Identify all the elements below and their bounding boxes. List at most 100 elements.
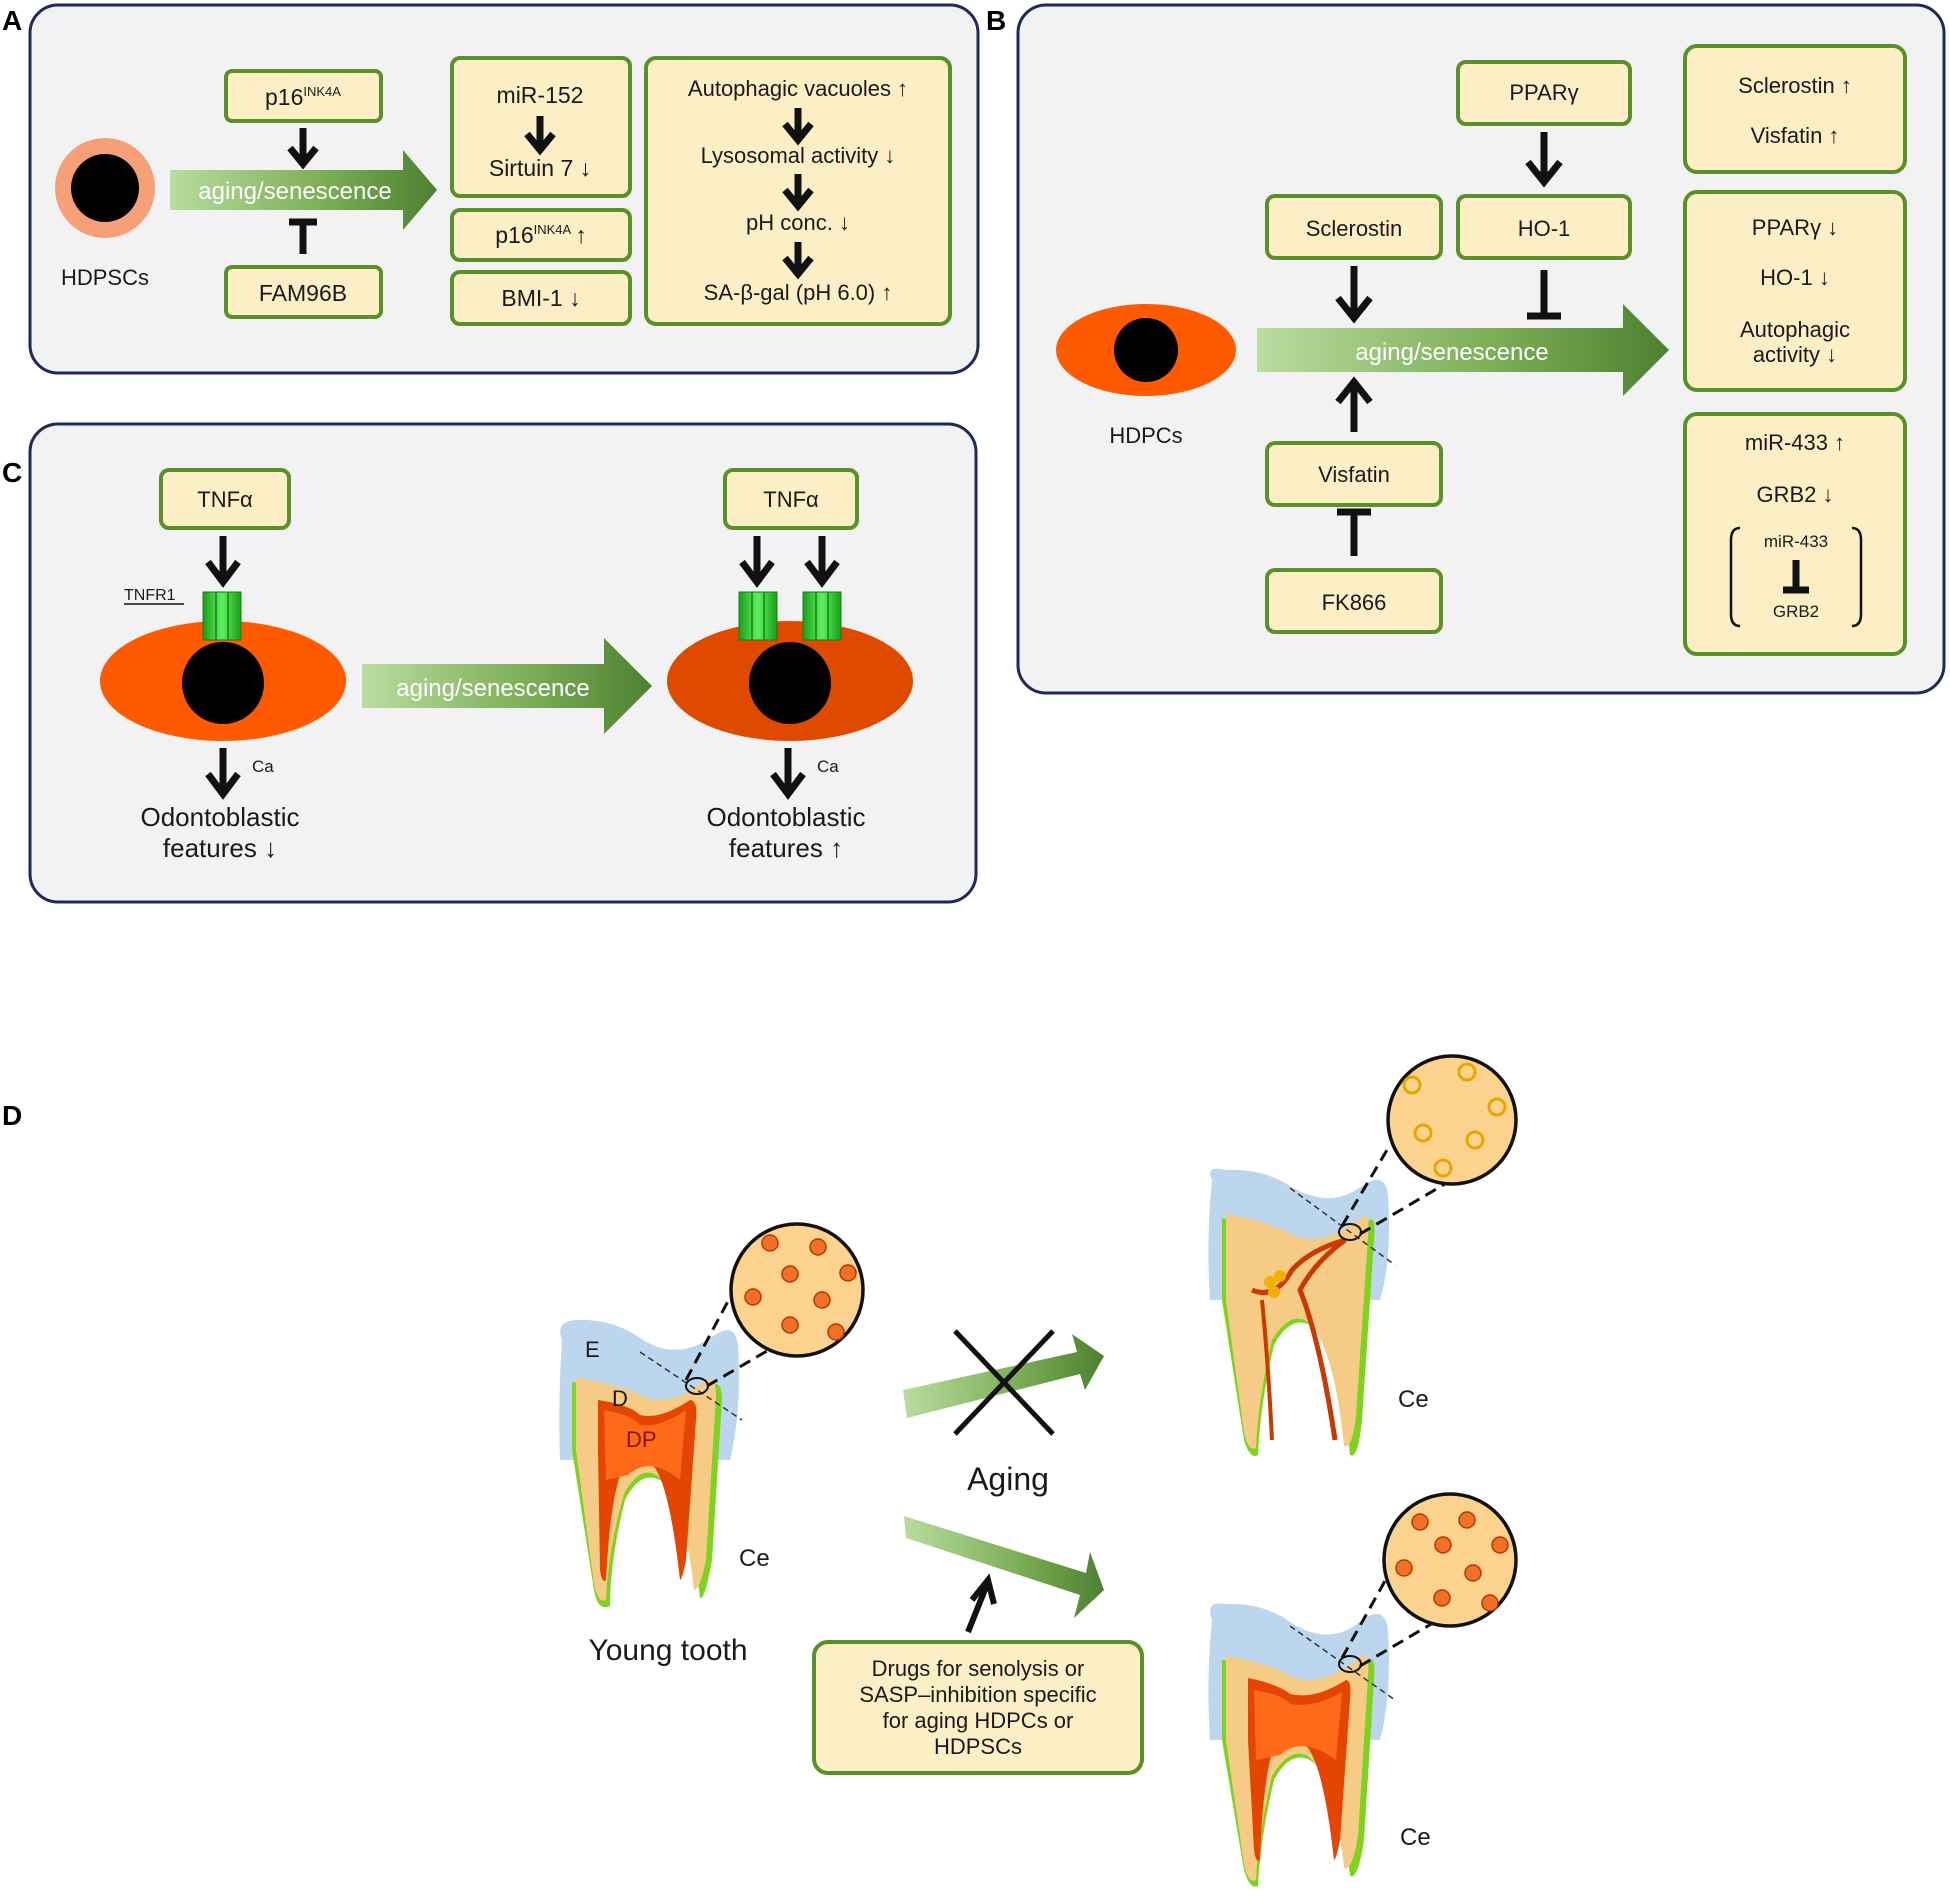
tnfa-right-box xyxy=(723,468,859,530)
drugs-line2: SASP–inhibition specific xyxy=(859,1682,1096,1707)
hdpsc-nucleus-icon xyxy=(71,154,139,222)
sclerostin-box xyxy=(1265,194,1443,260)
aging-arrow-a-label: aging/senescence xyxy=(198,178,391,205)
treated-zoom-line-1 xyxy=(1340,1571,1392,1659)
treated-odontoblast-icon xyxy=(1491,1536,1509,1554)
aged-zoom-circle xyxy=(1386,1054,1518,1186)
sclerostin-label: Sclerostin xyxy=(1306,216,1403,241)
drugs-arrow xyxy=(965,1573,997,1634)
cross-icon-line-2 xyxy=(953,1329,1055,1436)
young-cej-dashed-line xyxy=(639,1351,743,1421)
sirtuin7-label: Sirtuin 7 ↓ xyxy=(489,155,591,181)
young-odontoblast-icon xyxy=(781,1316,799,1334)
treated-odontoblast-icon xyxy=(1464,1564,1482,1582)
treated-tooth-icon xyxy=(1208,1603,1389,1887)
fk866-label: FK866 xyxy=(1322,590,1387,615)
young-odontoblast-icon xyxy=(744,1288,762,1306)
hdpc-nucleus-icon xyxy=(1114,318,1178,382)
cementum-aged-label: Ce xyxy=(1398,1386,1429,1413)
ppar-label: PPARγ xyxy=(1509,80,1578,105)
sclerostin-arrow xyxy=(1335,266,1373,324)
young-odontoblast-icon xyxy=(813,1291,831,1309)
dental-pulp-label: DP xyxy=(626,1427,657,1452)
aged-cell-nucleus-icon xyxy=(749,642,831,724)
tnfa-right-arrow-1 xyxy=(739,536,775,588)
odonto-right-line2: features ↑ xyxy=(729,833,843,863)
ca-right-label: Ca xyxy=(817,757,839,776)
treatment-arrow-d xyxy=(904,1516,1104,1618)
visfatin-up-label: Visfatin ↑ xyxy=(1751,123,1840,148)
hdpsc-label: HDPSCs xyxy=(61,265,149,290)
panel-c-background xyxy=(28,422,978,904)
drugs-box xyxy=(812,1640,1144,1775)
young-tooth-icon xyxy=(559,1319,739,1608)
p16-box xyxy=(224,69,383,123)
p16-label: p16INK4A xyxy=(265,84,341,110)
aging-label: Aging xyxy=(967,1461,1049,1497)
bmi1-box xyxy=(450,270,632,326)
tnfr1-receptor-icon-2 xyxy=(802,591,842,641)
tnfa-left-label: TNFα xyxy=(197,487,253,512)
autophagy-arrow-1 xyxy=(782,108,814,146)
aged-odontoblast-icon xyxy=(1457,1062,1477,1082)
treated-odontoblast-icon xyxy=(1395,1559,1413,1577)
panel-d-label: D xyxy=(2,1100,22,1131)
aging-arrow-c-label: aging/senescence xyxy=(396,675,589,702)
tnfa-left-arrow xyxy=(205,536,241,588)
treated-odontoblast-icon xyxy=(1411,1513,1429,1531)
young-odontoblast-icon xyxy=(809,1238,827,1256)
panel-b-label: B xyxy=(986,5,1006,36)
young-cell-nucleus-icon xyxy=(182,642,264,724)
ca-right-arrow xyxy=(770,748,806,800)
sclerostin-up-label: Sclerostin ↑ xyxy=(1738,73,1852,98)
aged-odontoblast-icon xyxy=(1465,1130,1485,1150)
visfatin-box xyxy=(1265,441,1443,507)
autophagic-vacuoles-label: Autophagic vacuoles ↑ xyxy=(688,76,908,101)
fam96b-box xyxy=(224,265,383,319)
young-zoom-line-2 xyxy=(706,1318,821,1388)
fam96b-inhibition-icon xyxy=(289,218,317,254)
visfatin-label: Visfatin xyxy=(1318,462,1390,487)
drugs-line1: Drugs for senolysis or xyxy=(872,1656,1085,1681)
tnfr1-receptor-icon-1 xyxy=(738,591,778,641)
tnfa-right-label: TNFα xyxy=(763,487,819,512)
fk866-box xyxy=(1265,568,1443,634)
aged-odontoblast-icon xyxy=(1413,1123,1433,1143)
left-bracket-icon xyxy=(1729,526,1741,628)
mir433-small-label: miR-433 xyxy=(1764,532,1828,551)
tnfr1-receptor-icon xyxy=(202,591,242,641)
bmi1-label: BMI-1 ↓ xyxy=(501,285,580,311)
panel-d: D E D DP Ce Young tooth Aging xyxy=(2,1054,1518,1887)
treated-cej-dashed-line xyxy=(1289,1625,1396,1701)
ppar-arrow xyxy=(1525,132,1563,188)
panel-a-label: A xyxy=(2,5,22,36)
young-tooth-label: Young tooth xyxy=(588,1634,747,1667)
mir152-label: miR-152 xyxy=(497,82,584,108)
aged-tooth-icon xyxy=(1208,1168,1389,1456)
sa-beta-gal-label: SA-β-gal (pH 6.0) ↑ xyxy=(704,280,893,305)
panel-c: C TNFα TNFR1 Ca Odontoblastic features ↓… xyxy=(2,422,978,904)
cementum-young-label: Ce xyxy=(739,1545,770,1572)
grb2-down-label: GRB2 ↓ xyxy=(1756,482,1833,507)
autophagy-arrow-2 xyxy=(782,174,814,212)
ppar-down-label: PPARγ ↓ xyxy=(1752,215,1838,240)
young-odontoblast-icon xyxy=(827,1323,845,1341)
aged-odontoblast-icon xyxy=(1487,1097,1507,1117)
ho1-label: HO-1 xyxy=(1518,216,1571,241)
enamel-label: E xyxy=(585,1337,600,1362)
autophagic-activity-line2: activity ↓ xyxy=(1753,342,1837,367)
tnfa-left-box xyxy=(159,468,291,530)
sclerostin-visfatin-up-box xyxy=(1683,44,1907,174)
panel-a: A HDPSCs p16INK4A aging/senescence FAM96… xyxy=(2,3,980,375)
ca-left-label: Ca xyxy=(252,757,274,776)
mir433-grb2-box xyxy=(1683,412,1907,656)
odonto-right-line1: Odontoblastic xyxy=(707,802,866,832)
hdpc-label: HDPCs xyxy=(1109,423,1182,448)
young-odontoblast-icon xyxy=(781,1265,799,1283)
right-bracket-icon xyxy=(1851,526,1863,628)
fk866-inhibition-icon xyxy=(1337,508,1371,556)
mir433-up-label: miR-433 ↑ xyxy=(1745,430,1845,455)
autophagic-activity-line1: Autophagic xyxy=(1740,317,1850,342)
autophagy-arrow-3 xyxy=(782,242,814,280)
